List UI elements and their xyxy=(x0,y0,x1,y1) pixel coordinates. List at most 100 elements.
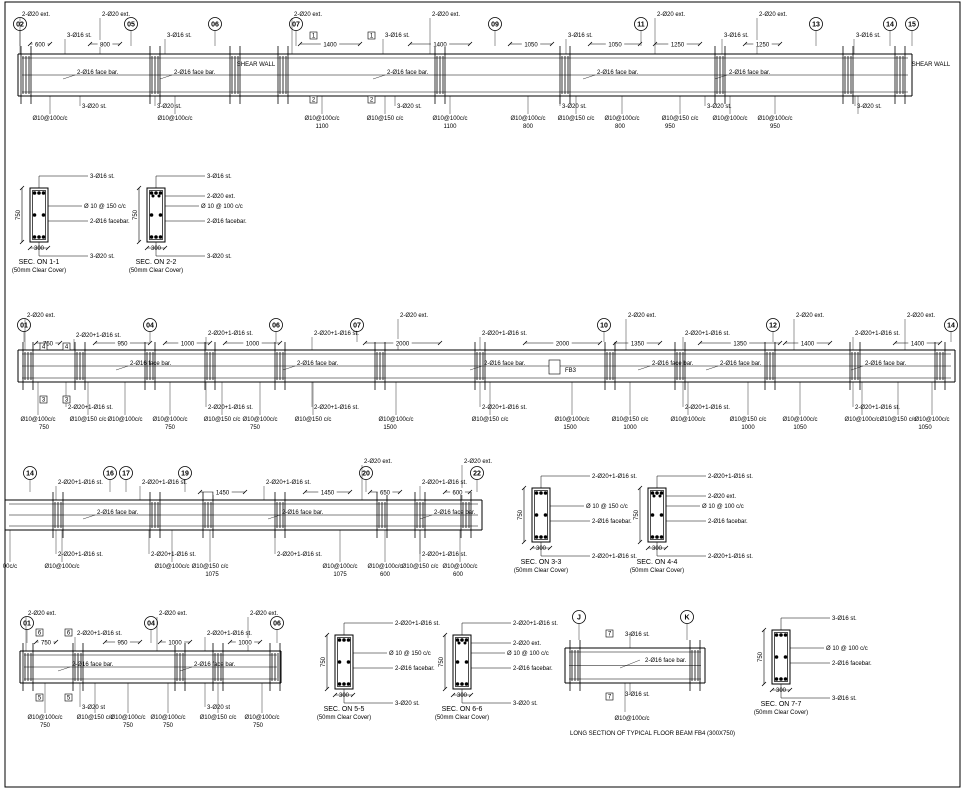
section-width: 300 xyxy=(652,546,663,552)
bottom-bar-label: 2-Ø20+1-Ø16 st. xyxy=(482,405,527,411)
section-mark-box xyxy=(605,692,614,701)
stirrup-label: Ø10@100c/c xyxy=(304,116,339,122)
dimension-label: 800 xyxy=(100,42,111,48)
face-bar-label: 2-Ø16 face bar. xyxy=(865,361,907,367)
stirrup-length: 1075 xyxy=(333,572,347,578)
leader-line xyxy=(372,74,386,80)
leader-line xyxy=(82,514,96,520)
rebar-dot xyxy=(464,638,469,642)
dimension-mask xyxy=(320,40,340,47)
dimension-label: 1350 xyxy=(631,341,645,347)
stirrup-label: Ø10@150 c/c xyxy=(612,417,649,423)
dimension-label: 1400 xyxy=(911,341,925,347)
rebar-dot xyxy=(650,535,655,539)
stirrup-label: Ø10@100c/c xyxy=(32,116,67,122)
section-mark: 7 xyxy=(608,695,612,701)
section-bottom-bar: 3-Ø20 st. xyxy=(395,701,420,707)
section-top-bar: 2-Ø20+1-Ø16 st. xyxy=(592,474,637,480)
top-bar-label: 2-Ø20+1-Ø16 st. xyxy=(685,331,730,337)
bottom-bar-label: 3-Ø20 st. xyxy=(707,104,732,110)
stirrup-length: 1000 xyxy=(623,425,637,431)
stirrup-length: 1500 xyxy=(563,425,577,431)
face-bar-label: 2-Ø16 face bar. xyxy=(72,662,114,668)
dimension-mask xyxy=(213,488,232,495)
rebar-dot xyxy=(650,513,655,517)
section-mark: 6 xyxy=(38,631,42,637)
dimension-tick xyxy=(787,687,793,693)
dimension-tick xyxy=(324,686,330,692)
face-bar-label: 2-Ø16 face bar. xyxy=(194,662,236,668)
rebar-dot xyxy=(41,235,46,239)
section-stirrup: Ø 10 @ 150 c/c xyxy=(586,504,628,510)
dimension-mask xyxy=(32,40,48,47)
dimension-label: 1000 xyxy=(238,640,252,646)
face-bar-label: 2-Ø16 face bar. xyxy=(387,70,429,76)
section-mark: 4 xyxy=(42,345,46,351)
section-bottom-bar: 3-Ø20 st. xyxy=(513,701,538,707)
rebar-dot xyxy=(337,660,342,664)
stirrup-length: 950 xyxy=(770,124,781,130)
stirrup-label: Ø10@100c/c xyxy=(152,417,187,423)
face-bar-label: 2-Ø16 face bar. xyxy=(434,510,476,516)
section-top-bar: 3-Ø16 st. xyxy=(90,174,115,180)
stirrup-label: Ø10@100c/c xyxy=(442,564,477,570)
stirrup-length: 800 xyxy=(523,124,534,130)
stirrup-length: 750 xyxy=(39,425,50,431)
section-width: 300 xyxy=(34,246,45,252)
stirrup-length: 1100 xyxy=(444,124,458,130)
dimension-tick xyxy=(350,692,356,698)
dimension-mask xyxy=(605,40,625,47)
section-mark-box xyxy=(309,31,318,40)
dimension-tick xyxy=(33,639,39,645)
section-mark: 1 xyxy=(312,34,316,40)
rebar-dot xyxy=(534,513,539,517)
section-depth: 750 xyxy=(439,656,445,667)
face-bar-label: 2-Ø16 face bar. xyxy=(282,510,324,516)
face-bar-label: 2-Ø16 face bar. xyxy=(729,70,771,76)
rebar-dot xyxy=(543,513,548,517)
top-bar-label: 3-Ø16 st. xyxy=(724,33,749,39)
leader-line xyxy=(282,365,296,371)
section-face-bar: 2-Ø16 facebar. xyxy=(395,666,435,672)
face-bar-label: 2-Ø16 face bar. xyxy=(597,70,639,76)
stirrup-length: 1050 xyxy=(793,425,807,431)
dimension-tick xyxy=(19,239,25,245)
dimension-label: 1450 xyxy=(216,490,230,496)
dimension-tick xyxy=(742,41,748,47)
stirrup-label: Ø10@100c/c xyxy=(604,116,639,122)
dimension-tick xyxy=(297,41,303,47)
rebar-dot xyxy=(37,191,41,195)
dimension-mask xyxy=(753,40,772,47)
dimension-label: 1000 xyxy=(246,341,260,347)
top-bar-label: 2-Ø20 ext. xyxy=(657,12,685,18)
dimension-tick xyxy=(637,539,643,545)
dimension-tick xyxy=(277,340,283,346)
rebar-dot xyxy=(774,677,779,681)
face-bar-label: 2-Ø16 face bar. xyxy=(77,70,119,76)
section-width: 300 xyxy=(776,688,787,694)
stirrup-length: 600 xyxy=(453,572,464,578)
top-bar-label: 2-Ø20 ext. xyxy=(102,12,130,18)
dimension-label: 1250 xyxy=(756,42,770,48)
section-cover: (50mm Clear Cover) xyxy=(435,715,489,721)
face-bar-label: 2-Ø16 face bar. xyxy=(720,361,762,367)
grid-label: 11 xyxy=(637,22,645,29)
rebar-dot xyxy=(539,491,543,495)
stirrup-label: Ø10@100c/c xyxy=(914,417,949,423)
top-bar-label: 2-Ø20+1-Ø16 st. xyxy=(76,333,121,339)
bottom-bar-label: 2-Ø20+1-Ø16 st. xyxy=(208,405,253,411)
stirrup-length: 1000 xyxy=(741,425,755,431)
dimension-mask xyxy=(730,339,750,346)
dimension-tick xyxy=(549,41,555,47)
section-cover: (50mm Clear Cover) xyxy=(514,568,568,574)
rebar-dot xyxy=(659,491,664,495)
section-bottom-bar: 3-Ø20 st. xyxy=(207,254,232,260)
dimension-tick xyxy=(761,681,767,687)
rebar-dot xyxy=(455,638,460,642)
grid-label: 14 xyxy=(886,22,894,29)
dimension-label: 1250 xyxy=(671,42,685,48)
dimension-tick xyxy=(782,340,788,346)
rebar-dot xyxy=(652,494,656,498)
dimension-label: 600 xyxy=(452,490,463,496)
dimension-tick xyxy=(367,489,373,495)
